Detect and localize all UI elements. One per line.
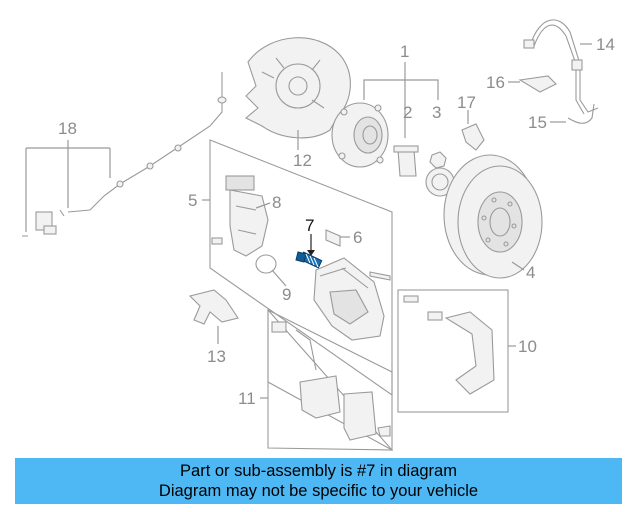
callout-8-leader [255,202,271,209]
callout-4: 4 [526,263,535,282]
callout-11: 11 [238,389,256,408]
callout-15: 15 [528,113,547,132]
callout-2: 2 [403,103,412,122]
callout-14: 14 [596,35,615,54]
brake-disc [443,154,543,279]
brake-hose [518,19,599,124]
banner-line-1: Part or sub-assembly is #7 in diagram [180,462,457,480]
caliper-body [313,257,385,341]
callout-3: 3 [432,103,441,122]
callout-10: 10 [518,337,537,356]
mounting-bracket [188,289,239,325]
hub-bolt [393,145,419,177]
callout-5: 5 [188,191,197,210]
wheel-hub [331,102,389,168]
callout-12: 12 [293,151,312,170]
part-7-bolt [295,251,323,269]
info-banner: Part or sub-assembly is #7 in diagram Di… [15,458,622,504]
callout-9: 9 [282,285,291,304]
caliper-housing [225,175,269,257]
dust-shield [245,37,351,139]
callout-18: 18 [58,119,77,138]
hose-bracket [461,123,485,151]
bleeder-screw [211,237,223,245]
callout-13: 13 [207,347,226,366]
callout-1: 1 [400,42,409,61]
callout-8: 8 [272,193,281,212]
callout-6: 6 [353,228,362,247]
caliper-bolt [369,271,391,281]
guide-pin [325,229,341,247]
callout-7: 7 [305,216,314,235]
bracket-group-panel [397,289,509,413]
callout-7-arrowhead [307,250,315,256]
caliper-carrier [403,295,495,395]
abs-sensor-wire [22,72,227,237]
banner-line-2: Diagram may not be specific to your vehi… [158,482,479,500]
brake-pads [271,321,391,441]
callout-16: 16 [486,73,505,92]
callout-17: 17 [457,93,476,112]
caliper-seal [255,254,277,274]
callout-9-leader [271,269,287,287]
callout-4-leader [511,261,525,271]
